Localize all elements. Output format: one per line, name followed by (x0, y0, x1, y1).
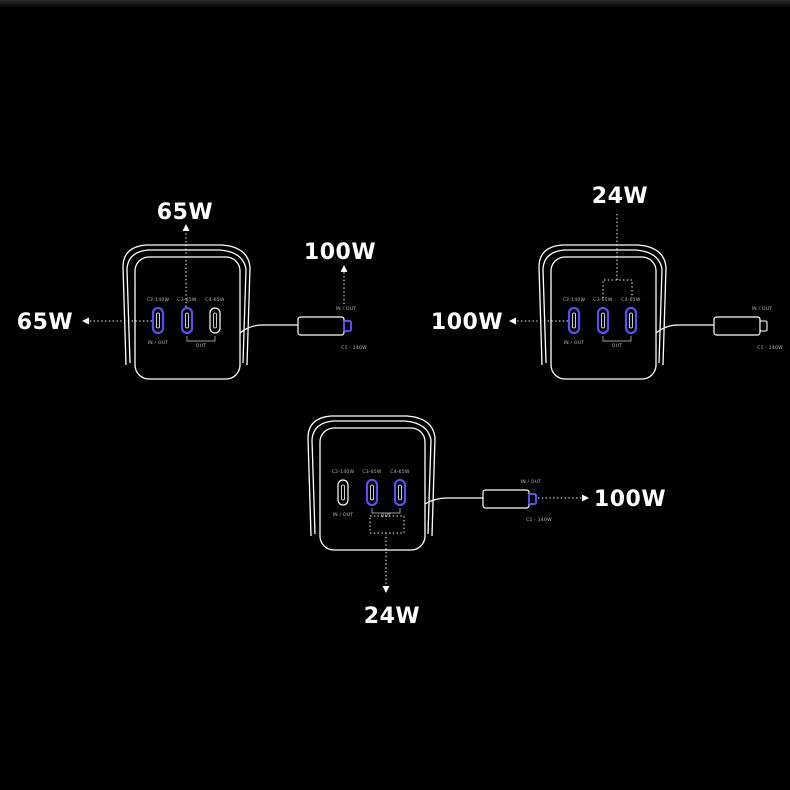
port-label-c3: C3-65W (362, 469, 382, 475)
port-label-c3: C3-65W (593, 297, 613, 303)
output-value-plug: 100W (594, 487, 666, 512)
port-label-c4: C4-65W (621, 297, 641, 303)
flow-c3-c4-bracket (602, 279, 633, 298)
bottom-label-out: OUT (196, 343, 206, 349)
dotted-arrow-icon (82, 317, 89, 325)
usb-c-port-c4[interactable] (209, 307, 221, 334)
plug-label-inout: IN / OUT (752, 306, 773, 312)
usb-c-port-c3[interactable] (180, 306, 194, 335)
out-bracket (371, 508, 401, 514)
charger-handle-inner (126, 249, 247, 364)
port-label-c4: C4-65W (205, 297, 225, 303)
charger-handle-inner (311, 420, 432, 535)
usb-c-port-c4[interactable] (393, 478, 407, 507)
charger-cable (424, 497, 483, 505)
charger-handle (122, 244, 251, 366)
scene-1: C2-140W C3-65W C4-65W IN / OUT OUT IN / … (122, 244, 367, 380)
scene-2-flows: 24W 100W (431, 184, 648, 335)
port-label-c2: C2-140W (563, 297, 586, 303)
dotted-arrow-icon (340, 265, 348, 272)
bottom-label-inout: IN / OUT (564, 340, 585, 346)
output-value-c2: 65W (17, 310, 73, 335)
usb-c-port-c2[interactable] (337, 479, 349, 506)
charger-handle-inner (542, 249, 663, 364)
charger-cable (239, 324, 298, 334)
bottom-label-inout: IN / OUT (333, 512, 354, 518)
scene-2: C2-140W C3-65W C4-65W IN / OUT OUT IN / … (538, 244, 783, 380)
port-label-c2: C2-140W (147, 297, 170, 303)
usb-c-port-c4[interactable] (624, 306, 638, 335)
output-value-plug: 100W (304, 240, 376, 265)
out-bracket (186, 336, 216, 342)
usb-c-plug-icon[interactable] (482, 489, 537, 509)
out-bracket (602, 336, 632, 342)
dotted-arrow-icon (382, 586, 390, 593)
charger-handle (538, 244, 667, 366)
plug-label-inout: IN / OUT (336, 306, 357, 312)
port-label-c3: C3-65W (177, 297, 197, 303)
usb-c-plug-icon[interactable] (713, 316, 768, 336)
plug-label-c1: C1 - 140W (341, 345, 367, 351)
charger-handle (307, 415, 436, 537)
bottom-label-out: OUT (612, 343, 622, 349)
port-label-c4: C4-65W (390, 469, 410, 475)
output-value-c2: 100W (431, 310, 503, 335)
usb-c-port-c2[interactable] (567, 306, 581, 335)
usb-c-port-c2[interactable] (151, 306, 165, 335)
usb-c-port-c3[interactable] (596, 306, 610, 335)
output-value-c3: 65W (157, 200, 213, 225)
top-shade (0, 0, 790, 8)
dotted-arrow-icon (509, 317, 516, 325)
usb-c-port-c3[interactable] (365, 478, 379, 507)
scene-3-flows: 100W 24W (364, 487, 666, 629)
output-value-c3-c4: 24W (592, 184, 648, 209)
plug-label-c1: C1 - 140W (757, 345, 783, 351)
port-label-c2: C2-140W (332, 469, 355, 475)
usb-c-plug-icon[interactable] (297, 316, 352, 336)
scene-3: C2-140W C3-65W C4-65W IN / OUT OUT IN / … (307, 415, 552, 551)
dotted-arrow-icon (582, 494, 589, 502)
scene-1-flows: 65W 65W 100W (17, 200, 376, 335)
plug-label-c1: C1 - 140W (526, 517, 552, 523)
bottom-label-inout: IN / OUT (148, 340, 169, 346)
flow-c3-c4-box (369, 515, 405, 534)
dotted-arrow-icon (182, 224, 190, 231)
charger-cable (655, 324, 714, 334)
output-value-c3-c4: 24W (364, 604, 420, 629)
plug-label-inout: IN / OUT (521, 479, 542, 485)
